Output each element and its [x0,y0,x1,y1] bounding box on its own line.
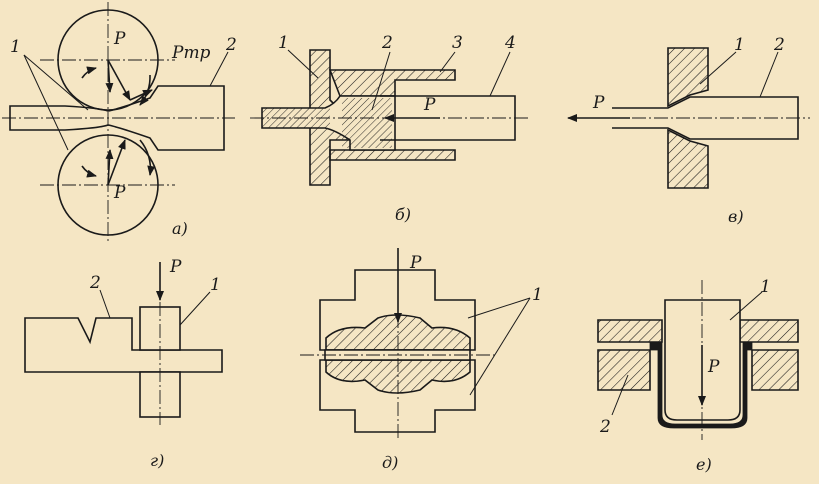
leader-g1 [179,291,211,326]
panel-g-forging: 2 1 P г) [24,257,223,470]
leader-v1 [699,51,737,85]
panel-d-die-forging: 1 P д) [300,248,543,472]
label-b-2: 2 [381,33,393,53]
upper-roll-rotation-arrow [81,66,97,79]
leader-b4 [489,51,511,97]
caption-d: д) [382,453,398,472]
panel-a-rolling: 1 2 P P Pтр а) [2,2,237,242]
upper-force-arrow [107,59,131,101]
label-e-1: 1 [760,277,771,297]
caption-a: а) [172,219,188,238]
label-v-2: 2 [773,35,785,55]
container-3-top [328,69,456,97]
lower-roll-rotation-arrow [81,165,97,178]
panel-e-deep-drawing: 1 2 P е) [597,277,799,474]
label-b-1: 1 [278,33,289,53]
label-d-1: 1 [532,285,543,305]
leader-b2 [371,51,391,111]
label-p-bottom: P [113,183,126,203]
workpiece-strip [9,85,225,151]
leader-d1a [467,297,531,319]
forging-workpiece-2 [24,317,223,373]
caption-e: е) [696,455,712,474]
blank-holder-left [597,319,663,343]
leader-b1 [287,49,319,79]
leader-2 [209,51,229,87]
drawing-die-top [667,47,709,108]
blank-holder-right [739,319,799,343]
label-p-friction: Pтр [171,43,211,63]
leader-e1 [729,291,763,321]
leader-v2 [759,51,779,98]
label-1: 1 [10,37,21,57]
leader-b3 [439,51,456,73]
label-e-p: P [707,357,720,377]
lower-roll-outer-arrow [139,139,156,176]
caption-g: г) [150,451,164,470]
label-g-p: P [169,257,182,277]
leader-1b [23,54,69,151]
drawn-cup [649,341,753,429]
panel-b-extrusion: 1 2 3 4 P б) [250,33,530,224]
die-2-right [751,349,799,391]
label-v-p: P [592,93,605,113]
label-b-p: P [423,95,436,115]
die-2-left [597,349,651,391]
label-v-1: 1 [734,35,745,55]
caption-b: б) [395,205,411,224]
friction-force-arrow [129,89,153,101]
lower-force-arrow [107,139,126,186]
leader-g2 [99,289,111,319]
label-g-1: 1 [210,275,221,295]
drawing-die-bottom [667,128,709,189]
label-e-2: 2 [599,417,611,437]
label-2: 2 [225,35,237,55]
leader-1a [23,54,89,111]
label-b-3: 3 [452,33,463,53]
upper-force-component-arrow [105,59,114,93]
leader-e2 [611,374,629,416]
caption-v: в) [728,207,744,226]
label-b-4: 4 [504,33,516,53]
panel-v-drawing: 1 2 P в) [567,35,810,226]
leader-d1b [469,297,531,396]
label-g-2: 2 [89,273,101,293]
label-d-p: P [409,253,422,273]
container-3-bottom [329,149,456,161]
lower-force-component-arrow [105,149,114,186]
label-p-top: P [113,29,126,49]
